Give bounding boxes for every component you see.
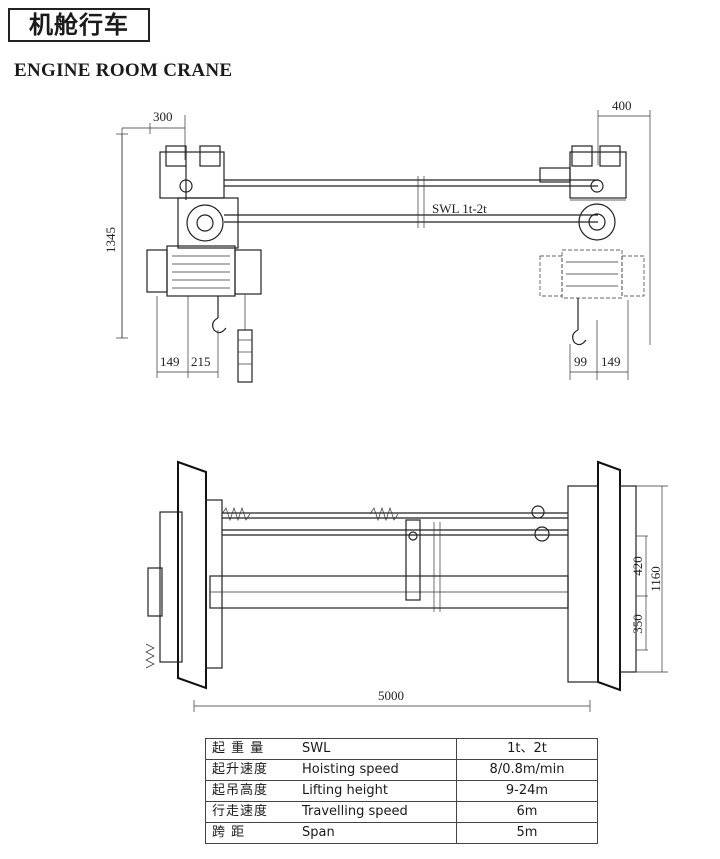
table-row: 起升速度 Hoisting speed 8/0.8m/min	[205, 759, 598, 781]
spec-label-cn: 起吊高度	[205, 780, 296, 802]
dim-99: 99	[574, 354, 587, 369]
table-row: 跨 距 Span 5m	[205, 822, 598, 844]
spec-label-en: SWL	[296, 738, 457, 760]
title-en: ENGINE ROOM CRANE	[14, 60, 233, 81]
table-row: 行走速度 Travelling speed 6m	[205, 801, 598, 823]
dim-1160: 1160	[648, 566, 663, 592]
spec-value: 9-24m	[456, 780, 598, 802]
spec-value: 5m	[456, 822, 598, 844]
dim-1345: 1345	[103, 227, 118, 253]
spec-table: 起 重 量 SWL 1t、2t 起升速度 Hoisting speed 8/0.…	[205, 738, 598, 844]
spec-label-en: Travelling speed	[296, 801, 457, 823]
title-cn: 机舱行车	[8, 8, 150, 42]
spec-label-en: Hoisting speed	[296, 759, 457, 781]
spec-value: 1t、2t	[456, 738, 598, 760]
spec-label-cn: 跨 距	[205, 822, 296, 844]
dim-215: 215	[191, 354, 211, 369]
spec-label-en: Span	[296, 822, 457, 844]
dim-149-left: 149	[160, 354, 180, 369]
spec-value: 8/0.8m/min	[456, 759, 598, 781]
dim-149-right: 149	[601, 354, 621, 369]
table-row: 起 重 量 SWL 1t、2t	[205, 738, 598, 760]
table-row: 起吊高度 Lifting height 9-24m	[205, 780, 598, 802]
dim-420: 420	[630, 556, 645, 576]
dim-300: 300	[153, 109, 173, 124]
dim-400: 400	[612, 98, 632, 113]
spec-label-en: Lifting height	[296, 780, 457, 802]
spec-value: 6m	[456, 801, 598, 823]
spec-label-cn: 行走速度	[205, 801, 296, 823]
dim-350: 350	[630, 614, 645, 634]
plan-view: 5000 1160 420 350	[145, 460, 668, 712]
elevation-view: 300 400 1345 SWL 1t-2t	[103, 98, 651, 383]
spec-label-cn: 起 重 量	[205, 738, 296, 760]
label-swl: SWL 1t-2t	[432, 201, 487, 216]
spec-label-cn: 起升速度	[205, 759, 296, 781]
dim-5000: 5000	[378, 688, 404, 703]
